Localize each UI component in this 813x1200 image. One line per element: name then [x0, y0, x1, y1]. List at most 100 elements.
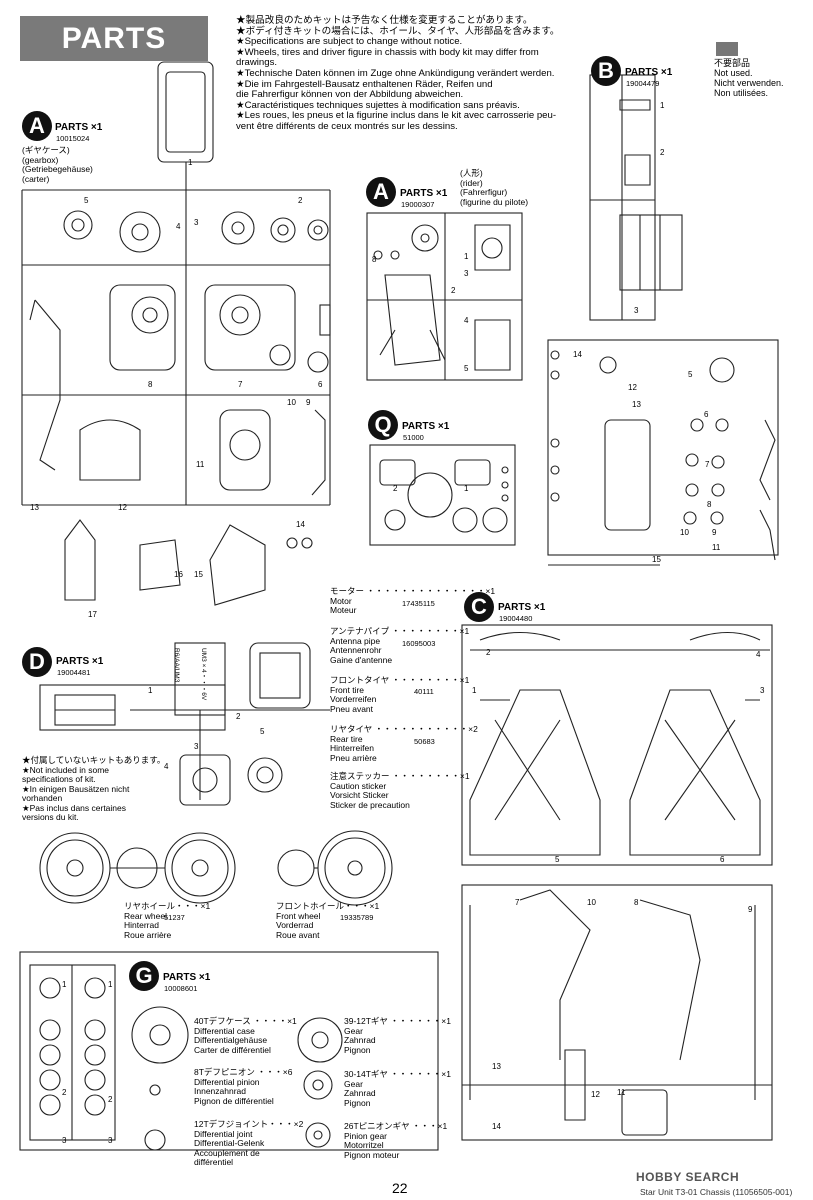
part-number: 2: [660, 148, 665, 157]
loose-part-line: Motor: [330, 595, 352, 606]
tree-a-label: PARTS ×1: [55, 122, 103, 133]
part-number: 2: [298, 196, 303, 205]
tree-d-drawing: [39, 642, 330, 806]
footer-title: Star Unit T3-01 Chassis (11056505-001): [640, 1187, 793, 1197]
g-part-line: Pignon: [344, 1097, 371, 1108]
loose-part-front-tire: フロントタイヤ ・・・・・・・・×1 Front tire Vorderreif…: [330, 675, 469, 714]
part-number: 4: [756, 650, 761, 659]
rear-wheel-code: 51237: [164, 913, 185, 922]
part-number: 3: [194, 742, 199, 751]
tree-c-label: PARTS ×1: [498, 602, 546, 613]
tree-a-rider-desc: (人形) (rider) (Fahrerfigur) (figurine du …: [460, 168, 528, 207]
loose-part-line: Pneu arrière: [330, 752, 377, 763]
g-part-pinion-26t: 26Tピニオンギヤ ・・・×1 Pinion gear Motorritzel …: [344, 1121, 447, 1160]
part-number: 13: [632, 400, 641, 409]
not-used-fr: Non utilisées.: [714, 88, 769, 98]
g-part-jp: 39-12Tギヤ ・・・・・・×1: [344, 1016, 451, 1026]
tree-a-rider-badge: A: [366, 177, 396, 207]
battery-label-right: UM3 × 4・・・6V: [200, 648, 207, 701]
loose-part-line: Rear tire: [330, 733, 363, 744]
part-number: 2: [486, 648, 491, 657]
tree-q-drawing: [369, 444, 516, 546]
part-number: 1: [464, 252, 469, 261]
tree-a-rider-label: PARTS ×1: [400, 188, 448, 199]
part-number: 9: [306, 398, 311, 407]
page-number: 22: [392, 1180, 408, 1196]
note-line: ★Pas inclus dans certaines: [22, 802, 127, 813]
desc-line: (Getriebegehäuse): [22, 164, 93, 174]
g-part-line: Differential pinion: [194, 1076, 260, 1087]
part-number: 14: [296, 520, 305, 529]
part-number: 2: [451, 286, 456, 295]
front-wheel-code: 19335789: [340, 913, 374, 922]
tree-a-gearbox-drawing: [21, 61, 331, 606]
desc-line: (人形): [460, 168, 483, 178]
part-number: 9: [748, 905, 753, 914]
part-number: 10: [587, 898, 596, 907]
part-number: 10: [287, 398, 296, 407]
part-number: 3: [634, 306, 639, 315]
wheel-line: Roue arrière: [124, 929, 172, 940]
not-used-legend: 不要部品 Not used. Nicht verwenden. Non util…: [714, 58, 784, 98]
note-line: specifications of kit.: [22, 774, 96, 784]
tree-c-drawing: [461, 624, 773, 1141]
g-part-line: Pignon moteur: [344, 1149, 400, 1160]
tree-d-label: PARTS ×1: [56, 656, 104, 667]
loose-part-line: Vorsicht Sticker: [330, 790, 389, 800]
loose-part-jp: 注意ステッカー ・・・・・・・・×1: [330, 771, 470, 781]
tree-b-label: PARTS ×1: [625, 67, 673, 78]
part-number: 12: [628, 383, 637, 392]
notice-text: ★製品改良のためキットは予告なく仕様を変更することがあります。 ★ボディ付きキッ…: [236, 15, 560, 133]
loose-part-sticker: 注意ステッカー ・・・・・・・・×1 Caution sticker Vorsi…: [330, 771, 470, 810]
loose-part-line: Gaine d'antenne: [330, 654, 393, 665]
part-number: 5: [555, 855, 560, 864]
part-number: 1: [62, 980, 67, 989]
tree-b-code: 19004479: [626, 79, 660, 88]
desc-line: (carter): [22, 173, 50, 184]
loose-part-line: Front tire: [330, 684, 365, 695]
loose-part-motor: モーター ・・・・・・・・・・・・・・×1 Motor Moteur: [330, 586, 495, 616]
part-number: 5: [260, 727, 265, 736]
loose-part-rear-tire: リヤタイヤ ・・・・・・・・・・・×2 Rear tire Hinterreif…: [330, 724, 478, 763]
tree-a-badge: A: [22, 111, 52, 141]
tree-g-badge: G: [129, 961, 159, 991]
desc-line: (rider): [460, 177, 483, 188]
loose-part-jp: リヤタイヤ ・・・・・・・・・・・×2: [330, 724, 478, 734]
g-part-line: Differential joint: [194, 1128, 253, 1139]
desc-line: (gearbox): [22, 154, 59, 165]
g-part-line: Differential-Gelenk: [194, 1138, 265, 1148]
loose-part-line: Antenna pipe: [330, 635, 381, 646]
part-number: 8: [634, 898, 639, 907]
part-number: 13: [30, 503, 39, 512]
notice-line: ★Die im Fahrgestell-Bausatz enthaltenen …: [236, 78, 493, 90]
tree-q-code: 51000: [403, 433, 424, 442]
tree-q-badge: Q: [368, 410, 398, 440]
front-wheel-label: フロントホイール・・・×1 Front wheel Vorderrad Roue…: [276, 901, 379, 940]
watermark: HOBBY SEARCH: [636, 1170, 740, 1184]
g-part-line: Zahnrad: [344, 1035, 376, 1045]
tree-b-drawing: [547, 74, 779, 566]
loose-part-line: Moteur: [330, 605, 357, 615]
g-part-line: Pignon: [344, 1044, 371, 1055]
g-part-line: Carter de différentiel: [194, 1044, 271, 1055]
loose-part-code: 40111: [414, 687, 434, 696]
part-number: 7: [705, 460, 710, 469]
tree-a-desc: (ギヤケース) (gearbox) (Getriebegehäuse) (car…: [22, 145, 93, 184]
g-part-line: Pinion gear: [344, 1130, 388, 1141]
part-number: 8: [148, 380, 153, 389]
part-number: 1: [472, 686, 477, 695]
part-number: 2: [62, 1088, 67, 1097]
tree-a-rider-code: 19000307: [401, 200, 435, 209]
part-number: 1: [108, 980, 113, 989]
part-number: 4: [176, 222, 181, 231]
g-part-jp: 40Tデフケース ・・・・×1: [194, 1016, 297, 1026]
g-part-jp: 30-14Tギヤ ・・・・・・×1: [344, 1069, 451, 1079]
notice-line: die Fahrerfigur können von der Abbildung…: [236, 89, 464, 101]
tree-g-label: PARTS ×1: [163, 972, 211, 983]
part-number: 2: [108, 1095, 113, 1104]
desc-line: (ギヤケース): [22, 145, 70, 155]
part-number: 1: [660, 101, 665, 110]
loose-part-line: Sticker de precaution: [330, 799, 410, 810]
part-number: 11: [617, 1088, 626, 1097]
tree-q-label: PARTS ×1: [402, 421, 450, 432]
